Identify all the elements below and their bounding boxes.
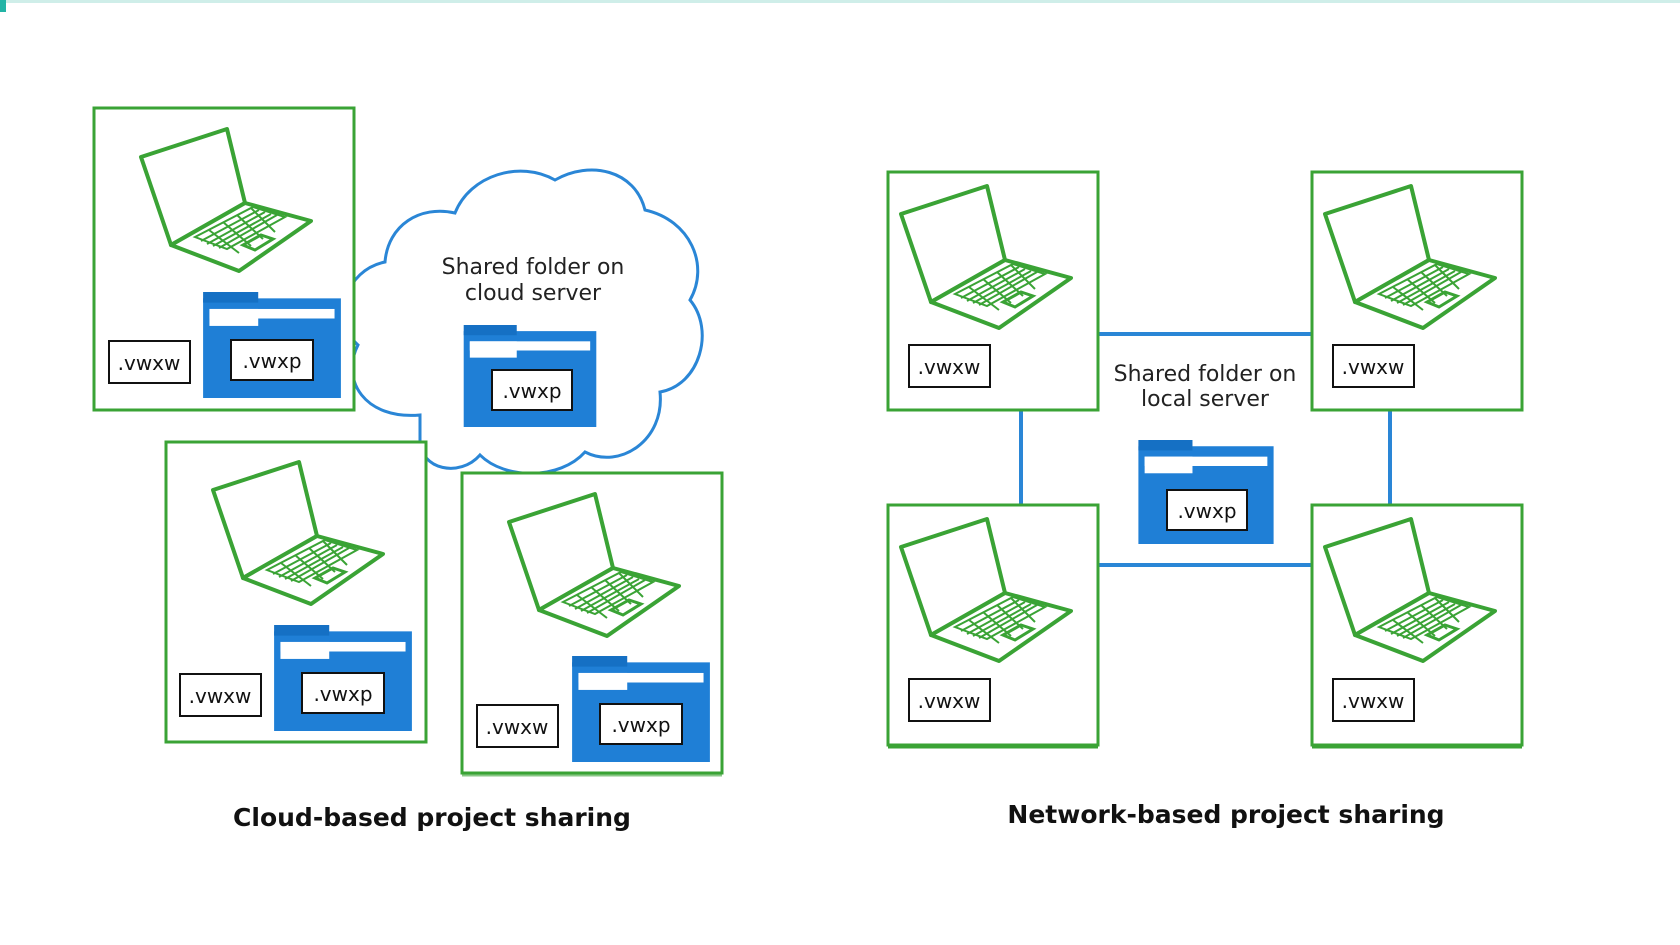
local-server-file: .vwxp (1177, 499, 1236, 523)
project-file: .vwxp (611, 713, 670, 737)
cloud-workstation-3: .vwxw .vwxp (460, 471, 724, 777)
cloud-server-file: .vwxp (502, 379, 561, 403)
network-workstation-4: .vwxw (1310, 503, 1524, 749)
local-file: .vwxw (1342, 355, 1405, 379)
project-file: .vwxp (313, 682, 372, 706)
cloud-server-label-line1: Shared folder on (442, 255, 625, 280)
local-file: .vwxw (918, 689, 981, 713)
local-file: .vwxw (1342, 689, 1405, 713)
network-diagram: Shared folder on local server .vwxp .vwx… (886, 170, 1524, 829)
local-file: .vwxw (118, 351, 181, 375)
local-file: .vwxw (189, 684, 252, 708)
cloud-server-label-line2: cloud server (465, 281, 602, 306)
top-accent-corner (0, 0, 6, 12)
local-server-label-line2: local server (1141, 387, 1270, 412)
network-workstation-3: .vwxw (886, 503, 1100, 749)
local-file: .vwxw (918, 355, 981, 379)
local-file: .vwxw (486, 715, 549, 739)
cloud-workstation-1: .vwxw .vwxp (92, 106, 356, 412)
network-links (1019, 332, 1392, 567)
cloud-server-folder: .vwxp (463, 325, 597, 427)
network-workstation-2: .vwxw (1310, 170, 1524, 412)
network-diagram-caption: Network-based project sharing (1007, 800, 1444, 829)
top-accent-line (0, 0, 1680, 3)
project-file: .vwxp (242, 349, 301, 373)
local-server-label-line1: Shared folder on (1114, 362, 1297, 387)
network-workstation-1: .vwxw (886, 170, 1100, 412)
local-server-folder: .vwxp (1138, 440, 1274, 544)
cloud-workstation-2: .vwxw .vwxp (164, 440, 428, 744)
cloud-diagram: Shared folder on cloud server .vwxp .vwx… (92, 106, 724, 832)
cloud-icon (342, 168, 704, 475)
cloud-diagram-caption: Cloud-based project sharing (233, 803, 631, 832)
